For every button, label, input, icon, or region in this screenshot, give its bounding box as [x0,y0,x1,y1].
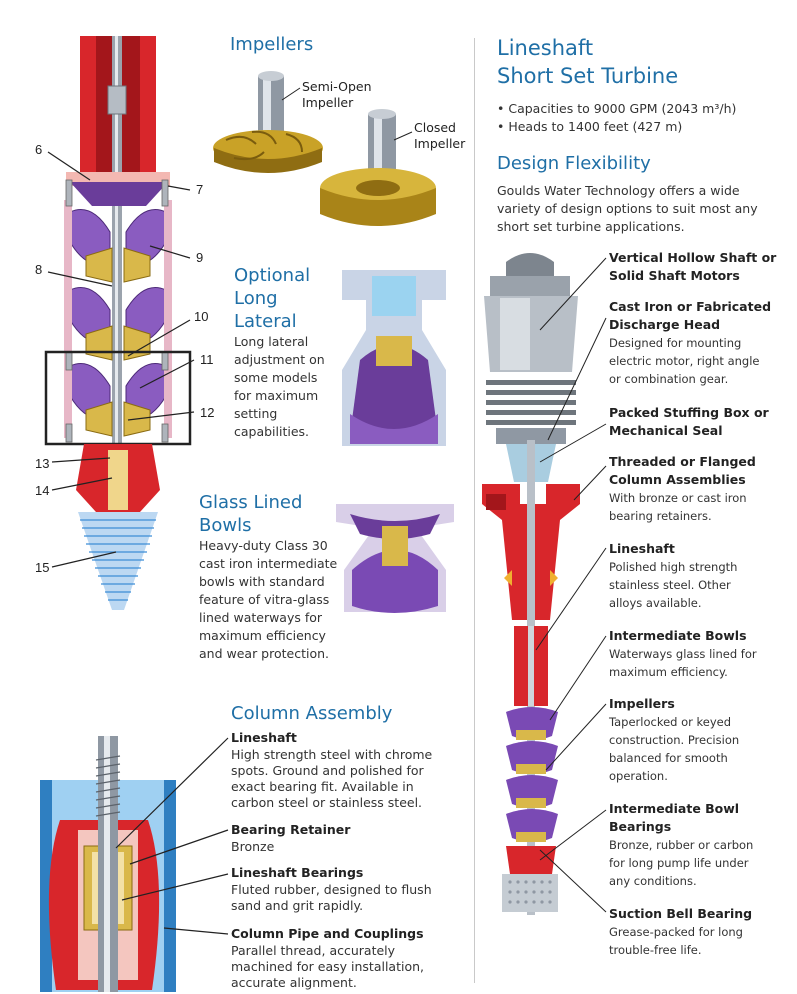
callout-13: 13 [35,456,50,471]
callout-8: 8 [35,262,43,277]
component-intermediate-bowls: Intermediate Bowls Waterways glass lined… [609,628,757,679]
component-motor: Vertical Hollow Shaft or Solid Shaft Mot… [609,250,777,283]
component-lineshaft: Lineshaft Polished high strength stainle… [609,541,738,610]
callout-7: 7 [196,182,204,197]
column-item-lineshaft: Lineshaft High strength steel with chrom… [231,730,433,810]
column-item-column-pipe: Column Pipe and Couplings Parallel threa… [231,926,425,990]
column-item-bearing-retainer: Bearing Retainer Bronze [231,822,351,854]
callout-14: 14 [35,483,50,498]
column-divider [474,38,475,983]
callout-11: 11 [200,352,214,367]
callout-15: 15 [35,560,50,575]
design-flexibility-heading: Design Flexibility [497,153,651,174]
component-suction-bell-bearing: Suction Bell Bearing Grease-packed for l… [609,906,753,957]
callout-9: 9 [196,250,204,265]
component-stuffing-box: Packed Stuffing Box or Mechanical Seal [609,405,769,438]
component-discharge-head: Cast Iron or Fabricated Discharge Head D… [609,299,772,386]
column-assembly-heading: Column Assembly [231,703,393,724]
column-item-lineshaft-bearings: Lineshaft Bearings Fluted rubber, design… [231,865,432,913]
callout-10: 10 [194,309,209,324]
component-column-assemblies: Threaded or Flanged Column Assemblies Wi… [609,454,756,523]
callout-12: 12 [200,405,215,420]
turbine-specs: • Capacities to 9000 GPM (2043 m³/h)• He… [497,101,737,134]
component-impellers: Impellers Taperlocked or keyed construct… [609,696,740,783]
impellers-heading: Impellers [230,34,314,55]
callout-6: 6 [35,142,43,157]
component-bowl-bearings: Intermediate Bowl Bearings Bronze, rubbe… [609,801,754,888]
